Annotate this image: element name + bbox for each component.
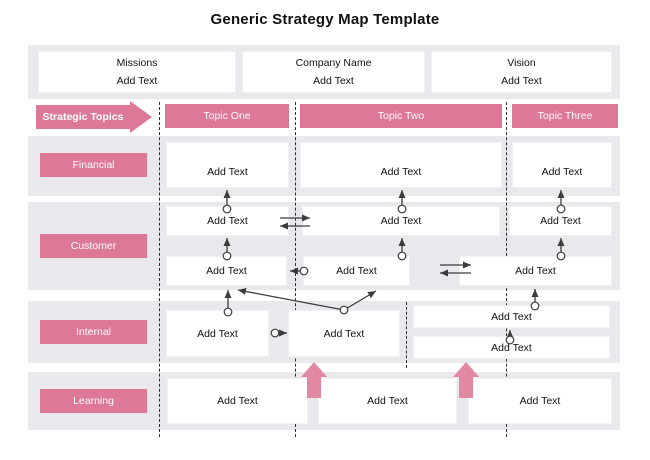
strategic-topics-arrowhead-icon bbox=[130, 101, 152, 133]
company-name-value[interactable]: Add Text bbox=[313, 74, 354, 87]
vision-value[interactable]: Add Text bbox=[501, 74, 542, 87]
company-name-box[interactable]: Company Name Add Text bbox=[242, 51, 425, 93]
vision-label: Vision bbox=[507, 57, 536, 70]
missions-label: Missions bbox=[116, 57, 158, 70]
learning-row-label[interactable]: Learning bbox=[40, 389, 147, 413]
customer-row-label[interactable]: Customer bbox=[40, 234, 147, 258]
financial-box-3[interactable]: Add Text bbox=[512, 142, 612, 188]
financial-box-1[interactable]: Add Text bbox=[166, 142, 289, 188]
internal-box-2[interactable]: Add Text bbox=[288, 310, 400, 357]
customer-row2-box-2[interactable]: Add Text bbox=[303, 256, 410, 286]
column-divider-1 bbox=[159, 102, 160, 437]
customer-row2-box-3[interactable]: Add Text bbox=[459, 256, 612, 286]
topic-three-header[interactable]: Topic Three bbox=[512, 104, 618, 128]
learning-box-2[interactable]: Add Text bbox=[318, 378, 457, 424]
customer-row1-box-2[interactable]: Add Text bbox=[302, 206, 500, 236]
internal-box-3[interactable]: Add Text bbox=[413, 305, 610, 328]
internal-row-label[interactable]: Internal bbox=[40, 320, 147, 344]
strategic-topics-arrow[interactable]: Strategic Topics bbox=[36, 105, 130, 129]
internal-divider bbox=[406, 302, 407, 368]
learning-box-3[interactable]: Add Text bbox=[468, 378, 612, 424]
learning-box-1[interactable]: Add Text bbox=[167, 378, 308, 424]
topic-one-header[interactable]: Topic One bbox=[165, 104, 289, 128]
customer-row2-box-1[interactable]: Add Text bbox=[166, 256, 287, 286]
customer-row1-box-1[interactable]: Add Text bbox=[166, 206, 289, 236]
page-title: Generic Strategy Map Template bbox=[210, 11, 440, 28]
customer-row1-box-3[interactable]: Add Text bbox=[509, 206, 612, 236]
financial-row-label[interactable]: Financial bbox=[40, 153, 147, 177]
financial-box-2[interactable]: Add Text bbox=[300, 142, 502, 188]
internal-box-4[interactable]: Add Text bbox=[413, 336, 610, 359]
company-name-label: Company Name bbox=[295, 57, 372, 70]
missions-box[interactable]: Missions Add Text bbox=[38, 51, 236, 93]
vision-box[interactable]: Vision Add Text bbox=[431, 51, 612, 93]
topic-two-header[interactable]: Topic Two bbox=[300, 104, 502, 128]
internal-box-1[interactable]: Add Text bbox=[166, 310, 269, 357]
missions-value[interactable]: Add Text bbox=[116, 74, 158, 87]
